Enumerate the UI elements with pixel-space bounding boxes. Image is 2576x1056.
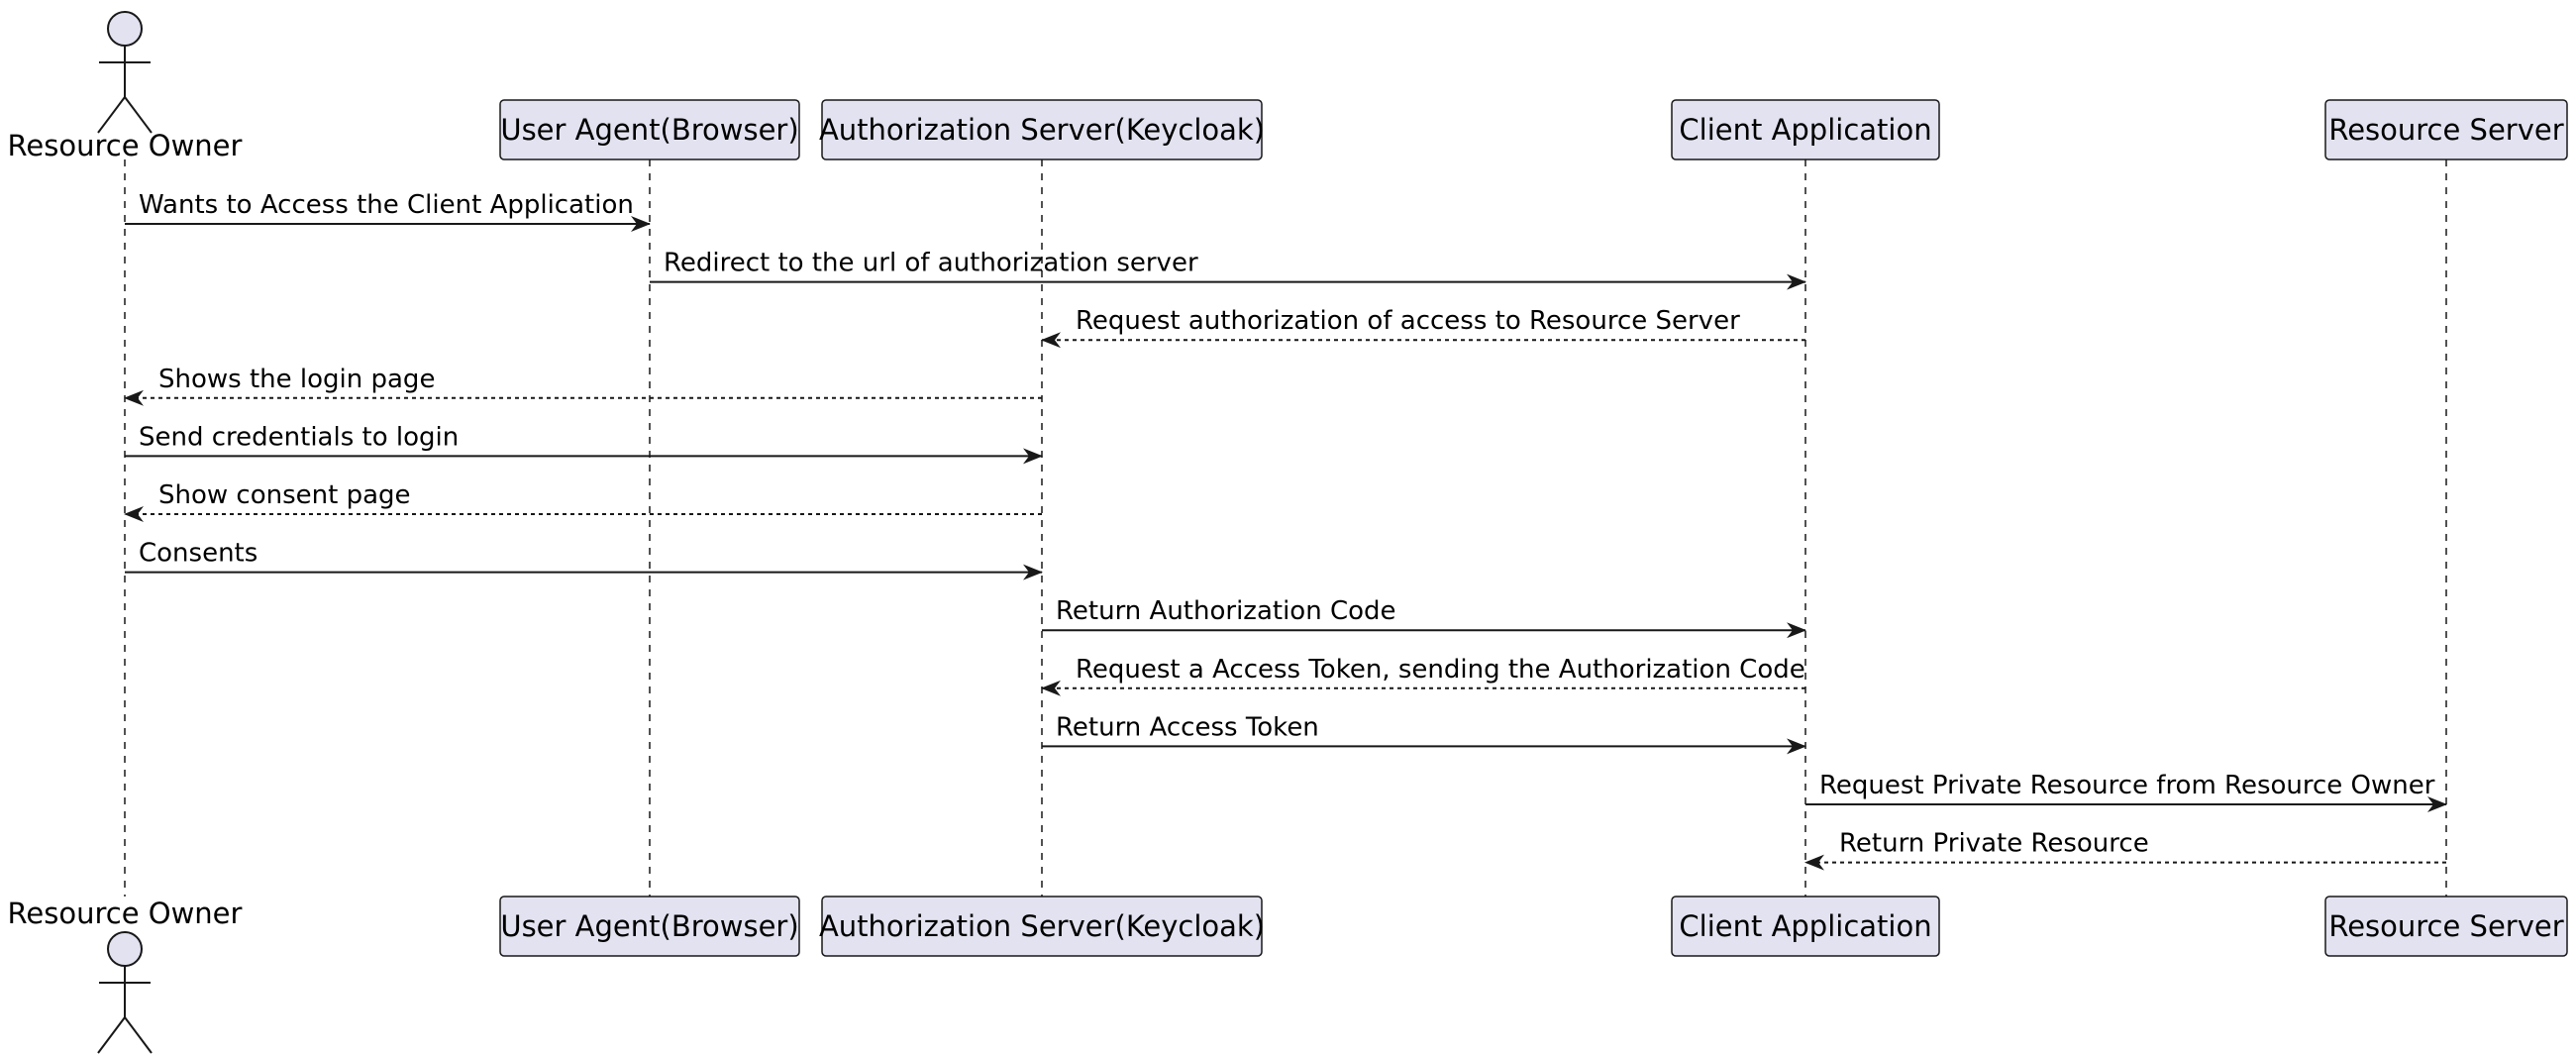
- participant-authorization-server-bottom: Authorization Server(Keycloak): [819, 896, 1265, 957]
- message-label: Send credentials to login: [139, 422, 459, 452]
- message-label: Return Authorization Code: [1056, 596, 1396, 626]
- participant-label-resource-owner-top: Resource Owner: [8, 129, 243, 162]
- lifelines: [124, 159, 2447, 897]
- actor-head: [107, 931, 143, 967]
- participant-client-application-top: Client Application: [1671, 99, 1940, 160]
- actor-right-leg: [124, 1016, 153, 1054]
- participant-box: [1671, 896, 1940, 957]
- message-6: Show consent page: [124, 480, 1042, 522]
- message-8: Return Authorization Code: [1042, 596, 1806, 639]
- message-11: Request Private Resource from Resource O…: [1805, 771, 2447, 812]
- participant-user-agent-bottom: User Agent(Browser): [499, 896, 800, 957]
- messages: Wants to Access the Client ApplicationRe…: [124, 190, 2447, 871]
- actor-right-leg: [124, 96, 153, 134]
- actor-head: [107, 11, 143, 47]
- participant-label-authorization-server: Authorization Server(Keycloak): [819, 113, 1265, 147]
- participant-client-application-bottom: Client Application: [1671, 896, 1940, 957]
- participant-box: [2324, 896, 2568, 957]
- message-label: Return Access Token: [1056, 712, 1319, 742]
- message-label: Wants to Access the Client Application: [139, 190, 634, 220]
- participant-label-client-application: Client Application: [1679, 909, 1931, 943]
- message-label: Return Private Resource: [1839, 829, 2149, 859]
- message-label: Redirect to the url of authorization ser…: [664, 249, 1198, 278]
- participant-label-resource-server: Resource Server: [2328, 909, 2563, 943]
- message-2: Redirect to the url of authorization ser…: [650, 249, 1806, 290]
- participant-label-resource-owner-bottom: Resource Owner: [8, 897, 243, 930]
- participant-authorization-server-top: Authorization Server(Keycloak): [819, 99, 1265, 160]
- actor-left-leg: [97, 96, 126, 134]
- participant-box: [1671, 99, 1940, 160]
- participant-box: [499, 99, 800, 160]
- participants-top: Resource Owner User Agent(Browser) Authori…: [8, 11, 2568, 162]
- message-label: Request a Access Token, sending the Auth…: [1076, 655, 1805, 685]
- participant-label-resource-server: Resource Server: [2328, 113, 2563, 147]
- participant-user-agent-top: User Agent(Browser): [499, 99, 800, 160]
- participant-box: [821, 896, 1263, 957]
- message-label: Consents: [139, 539, 258, 569]
- participant-box: [499, 896, 800, 957]
- message-1: Wants to Access the Client Application: [125, 190, 651, 232]
- participant-resource-server-top: Resource Server: [2324, 99, 2568, 160]
- participants-bottom: Resource Owner User Agent(Browser) Authori…: [8, 896, 2568, 1054]
- participant-label-authorization-server: Authorization Server(Keycloak): [819, 909, 1265, 943]
- participant-label-user-agent: User Agent(Browser): [500, 909, 798, 943]
- actor-resource-owner-bottom: [97, 931, 153, 1054]
- message-label: Request authorization of access to Resou…: [1076, 306, 1740, 336]
- participant-resource-server-bottom: Resource Server: [2324, 896, 2568, 957]
- participant-box: [2324, 99, 2568, 160]
- participant-label-client-application: Client Application: [1679, 113, 1931, 147]
- participant-box: [821, 99, 1263, 160]
- message-label: Show consent page: [158, 480, 411, 510]
- message-10: Return Access Token: [1042, 712, 1806, 755]
- participant-label-user-agent: User Agent(Browser): [500, 113, 798, 147]
- message-3: Request authorization of access to Resou…: [1041, 306, 1805, 349]
- actor-left-leg: [97, 1016, 126, 1054]
- message-12: Return Private Resource: [1804, 829, 2446, 871]
- actor-resource-owner-top: [97, 11, 153, 134]
- message-5: Send credentials to login: [125, 422, 1043, 465]
- message-9: Request a Access Token, sending the Auth…: [1041, 655, 1805, 696]
- message-4: Shows the login page: [124, 365, 1042, 406]
- message-7: Consents: [125, 539, 1043, 581]
- message-label: Request Private Resource from Resource O…: [1819, 771, 2435, 800]
- message-label: Shows the login page: [158, 365, 435, 394]
